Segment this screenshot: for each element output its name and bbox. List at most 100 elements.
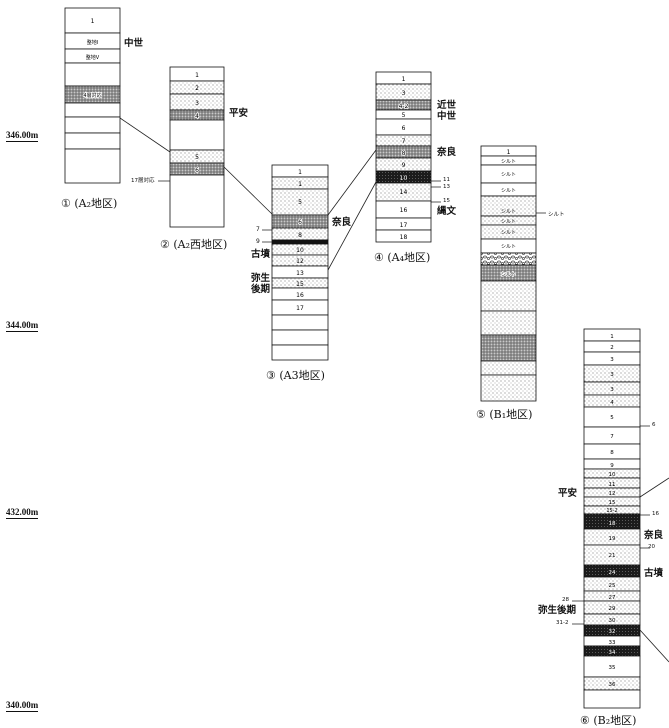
layer-label-c5-1: シルト <box>501 159 516 165</box>
layer-label-c3-7: 13 <box>296 270 304 277</box>
column-b1: 1 シルト シルト シルト シルト シルト シルト シルト シルト <box>480 145 546 402</box>
column-a4: 1 3 4-2 5 6 7 8 9 10 14 16 17 18 <box>375 71 441 243</box>
layer-c5-14 <box>480 374 537 402</box>
layer-c6-bottom <box>583 689 641 709</box>
column-a2: 1 整地Ⅰ 整地Ⅴ 4層対応 <box>64 7 121 184</box>
correlation-line-2-3 <box>223 166 273 215</box>
era-label-c6-2: 古墳 <box>644 568 664 579</box>
era-label-c2-0: 平安 <box>229 108 249 119</box>
elevation-tick-340: 340.00m <box>6 700 39 712</box>
layer-label-c1-4: 4層対応 <box>83 92 101 99</box>
layer-label-c6-7: 7 <box>610 434 614 440</box>
layer-label-c2-6: 6 <box>195 167 199 174</box>
layer-label-c6-12: 12 <box>609 491 616 497</box>
elevation-tick-344: 344.00m <box>6 320 39 332</box>
layer-c1-8 <box>64 148 121 184</box>
layer-label-c4-7: 9 <box>402 162 406 169</box>
layer-label-c6-17: 21 <box>609 553 616 559</box>
layer-label-c1-0: 1 <box>91 18 95 25</box>
layer-label-c6-8: 8 <box>610 450 614 456</box>
side-label-c6-4: 31-2 <box>556 620 569 626</box>
era-label-c3-3: 後期 <box>251 284 271 295</box>
layer-c3-13 <box>271 344 329 361</box>
layer-label-c6-16: 19 <box>609 536 616 542</box>
layer-label-c6-11: 11 <box>609 482 616 488</box>
layer-c2-4 <box>169 119 225 151</box>
layer-label-c6-26: 35 <box>609 665 616 671</box>
layer-c3-11 <box>271 314 329 331</box>
layer-label-c4-0: 1 <box>402 76 406 83</box>
layer-label-c3-8: 15 <box>296 281 304 288</box>
layer-label-c4-3: 5 <box>402 112 406 119</box>
layer-label-c6-24: 33 <box>609 640 616 646</box>
layer-label-c2-2: 3 <box>195 100 199 107</box>
layer-label-c6-19: 25 <box>609 583 616 589</box>
layer-c1-3 <box>64 62 121 87</box>
layer-label-c6-13: 15 <box>609 500 616 506</box>
era-label-c3-0: 奈良 <box>332 217 352 228</box>
side-label-c2-0: 17層対応 <box>131 178 155 184</box>
side-label-c6-1: 16 <box>652 511 659 517</box>
elevation-tick-346: 346.00m <box>6 130 39 142</box>
layer-c5-11 <box>480 310 537 336</box>
era-label-c4-1: 中世 <box>437 111 457 122</box>
layer-label-c6-22: 30 <box>609 618 616 624</box>
layer-label-c6-2: 3 <box>610 357 614 363</box>
era-label-c4-0: 近世 <box>437 100 457 111</box>
column-a3: 1 1 5 6 8 10 12 13 15 16 17 <box>262 164 329 361</box>
layer-label-c5-0: 1 <box>507 149 511 156</box>
layer-label-c3-2: 5 <box>298 199 302 206</box>
layer-label-c6-21: 29 <box>609 606 616 612</box>
layer-label-c6-3: 3 <box>610 372 614 378</box>
layer-label-c4-11: 17 <box>400 222 408 229</box>
era-label-c4-3: 縄文 <box>437 206 457 217</box>
layer-label-c1-2: 整地Ⅴ <box>86 54 100 61</box>
layer-label-c4-9: 14 <box>400 189 408 196</box>
side-label-c6-3: 28 <box>562 597 569 603</box>
layer-label-c5-3: シルト <box>501 188 516 194</box>
layer-label-c4-2: 4-2 <box>399 103 409 110</box>
layer-label-c2-0: 1 <box>195 72 199 79</box>
column-caption-b2: ⑥ (B₂地区) <box>580 714 637 727</box>
layer-label-c6-15: 18 <box>609 521 616 527</box>
layer-label-c3-10: 17 <box>296 305 304 312</box>
layer-c5-10 <box>480 280 537 312</box>
column-caption-b1: ⑤ (B₁地区) <box>476 408 533 421</box>
layer-label-c2-3: 4 <box>195 113 199 120</box>
layer-label-c2-1: 2 <box>195 85 199 92</box>
layer-label-c6-0: 1 <box>610 334 614 340</box>
correlation-lines <box>119 117 669 663</box>
layer-label-c6-10: 10 <box>609 472 616 478</box>
layer-label-c5-2: シルト <box>501 172 516 178</box>
era-label-c3-2: 弥生 <box>251 273 271 284</box>
layer-label-c3-0: 1 <box>298 169 302 176</box>
layer-label-c6-27: 36 <box>609 682 616 688</box>
layer-label-c4-12: 18 <box>400 234 408 241</box>
layer-c3-2 <box>271 188 329 216</box>
correlation-line-6-b <box>639 629 669 663</box>
column-caption-a3: ③ (A3地区) <box>266 369 325 382</box>
layer-label-c4-4: 6 <box>402 125 406 132</box>
layer-label-c5-9: シルト <box>501 272 516 278</box>
layer-label-c3-4: 8 <box>298 232 302 239</box>
layer-label-c6-25: 34 <box>609 650 616 656</box>
era-label-c4-2: 奈良 <box>437 147 457 158</box>
layer-label-c6-20: 27 <box>609 595 616 601</box>
side-label-c3-0: 7 <box>256 226 260 233</box>
layer-c3-12 <box>271 329 329 346</box>
layer-label-c6-18: 24 <box>609 570 616 576</box>
correlation-line-1-2 <box>119 117 171 153</box>
layer-c1-5 <box>64 102 121 118</box>
era-label-c6-3: 弥生後期 <box>538 605 577 616</box>
column-a2-west: 1 2 3 4 5 6 <box>158 66 225 228</box>
layer-label-c4-6: 8 <box>402 150 406 157</box>
layer-label-c3-9: 16 <box>296 292 304 299</box>
side-label-c3-1: 9 <box>256 238 260 245</box>
layer-c1-6 <box>64 116 121 134</box>
era-label-c3-1: 古墳 <box>251 249 271 260</box>
side-label-c5-0: シルト <box>548 212 565 218</box>
layer-label-c4-10: 16 <box>400 207 408 214</box>
layer-label-c5-7: シルト <box>501 244 516 250</box>
side-label-c4-1: 13 <box>443 184 450 190</box>
layer-label-c5-4: シルト <box>501 209 516 215</box>
